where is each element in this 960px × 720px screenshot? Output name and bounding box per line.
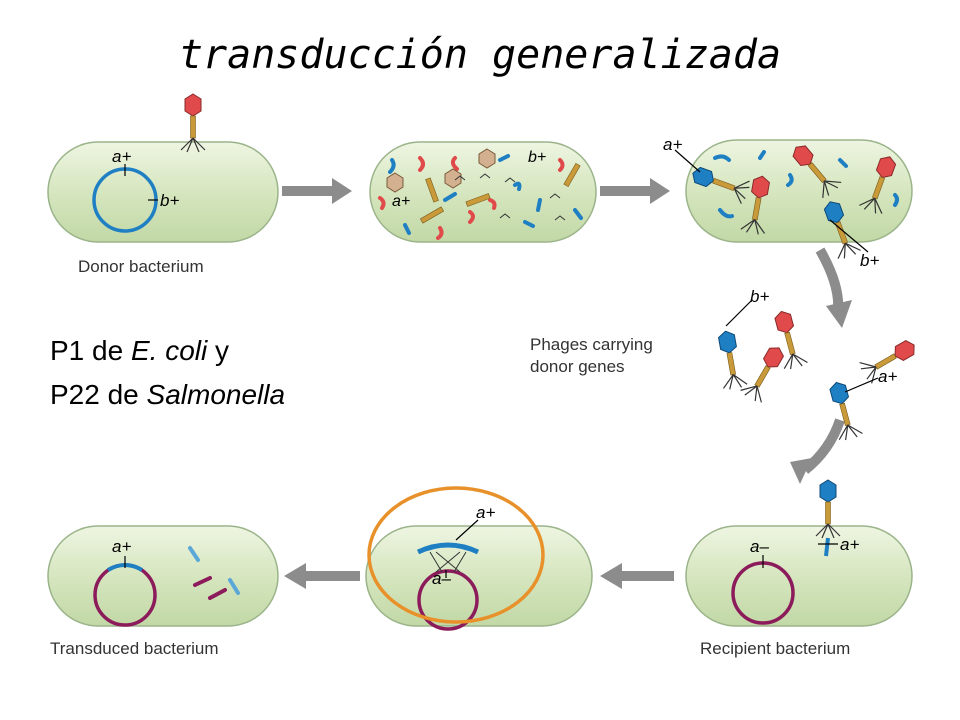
recipient-cell xyxy=(685,525,913,627)
arrow-left-icon xyxy=(600,563,674,589)
recombining-cell xyxy=(365,525,593,627)
transduced-gene-a: a+ xyxy=(112,537,131,556)
lysed-gene-b: b+ xyxy=(860,251,879,270)
recipient-gene-a: a– xyxy=(750,537,769,556)
lysed-dna-fragments xyxy=(713,150,899,219)
donor-gene-b: b+ xyxy=(160,191,179,210)
curved-arrow-down-icon xyxy=(801,418,845,474)
transduced-label: Transduced bacterium xyxy=(50,639,219,658)
highlight-ellipse xyxy=(367,486,545,624)
donor-cell xyxy=(47,141,279,243)
arrow-right-icon xyxy=(600,178,670,204)
phage-gene-a: a+ xyxy=(878,367,897,386)
arrow-right-icon xyxy=(282,178,352,204)
tail-fiber-fragments xyxy=(454,173,566,221)
incoming-donor-dna xyxy=(416,542,480,555)
dna-fragments xyxy=(378,154,583,240)
lysed-gene-a: a+ xyxy=(663,135,682,154)
degraded-fragments xyxy=(188,546,240,600)
recombining-gene-a-minus: a– xyxy=(432,569,451,588)
page-title: transducción generalizada xyxy=(179,32,781,78)
recombining-gene-a-plus: a+ xyxy=(476,503,495,522)
phage-examples-line1: P1 de E. coli y xyxy=(50,335,229,366)
arrow-left-icon xyxy=(284,563,360,589)
lysing-gene-a: a+ xyxy=(392,193,410,210)
phages-label-line1: Phages carrying xyxy=(530,335,653,354)
recipient-label: Recipient bacterium xyxy=(700,639,850,658)
recombining-chromosome xyxy=(417,569,479,631)
phages-label-line2: donor genes xyxy=(530,357,625,376)
lysing-gene-b: b+ xyxy=(528,149,546,166)
lysed-cell xyxy=(685,139,913,243)
transduced-cell xyxy=(47,525,279,627)
phage-gene-b: b+ xyxy=(750,287,769,306)
donor-gene-a: a+ xyxy=(112,147,131,166)
injected-gene-a: a+ xyxy=(840,535,859,554)
curved-arrow-down-icon xyxy=(815,247,844,311)
phage-examples-line2: P22 de Salmonella xyxy=(50,379,285,410)
donor-label: Donor bacterium xyxy=(78,257,204,276)
